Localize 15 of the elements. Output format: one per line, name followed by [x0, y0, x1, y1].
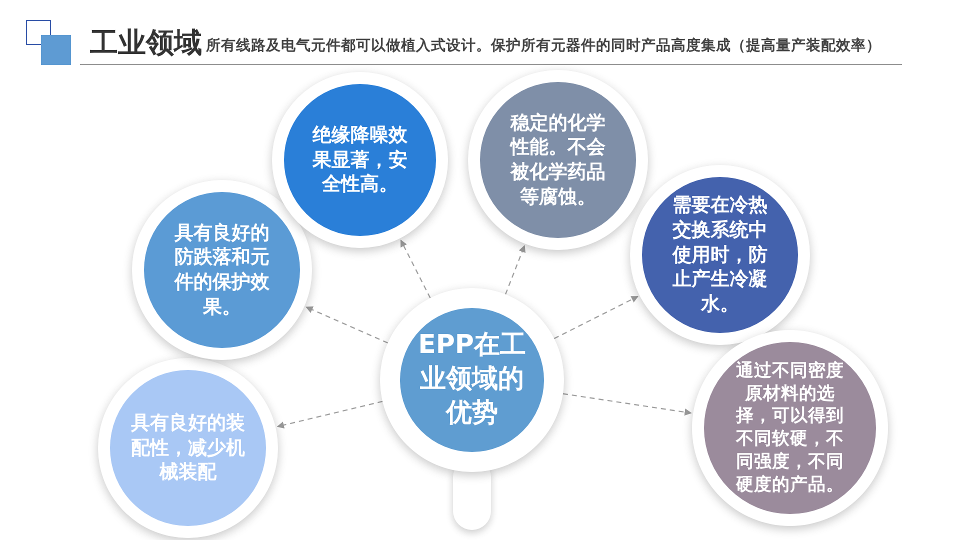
node-text: EPP在工业领域的优势 [417, 329, 527, 430]
subtitle-text: 所有线路及电气元件都可以做植入式设计。保护所有元器件的同时产品高度集成（提高量产装配效率） [206, 36, 881, 55]
node-text: 绝缘降噪效果显著，安全性高。 [311, 122, 408, 198]
node-text: 稳定的化学性能。不会被化学药品等腐蚀。 [508, 110, 606, 210]
node-text: 具有良好的装配性，减少机械装配 [130, 410, 246, 486]
dashed-arrow [306, 306, 388, 344]
dashed-arrow [504, 245, 526, 295]
page-title: 工业领域 [90, 25, 202, 61]
dashed-arrow [562, 393, 692, 416]
node-text: 需要在冷热交换系统中使用时，防止产生冷凝水。 [671, 193, 768, 317]
dashed-arrow [276, 400, 383, 429]
node-text: 具有良好的防跌落和元件的保护效果。 [173, 220, 270, 320]
dashed-arrow [554, 296, 638, 340]
dashed-arrow [400, 240, 431, 298]
node-text: 通过不同密度原材料的选择，可以得到不同软硬，不同强度，不同硬度的产品。 [734, 360, 845, 496]
